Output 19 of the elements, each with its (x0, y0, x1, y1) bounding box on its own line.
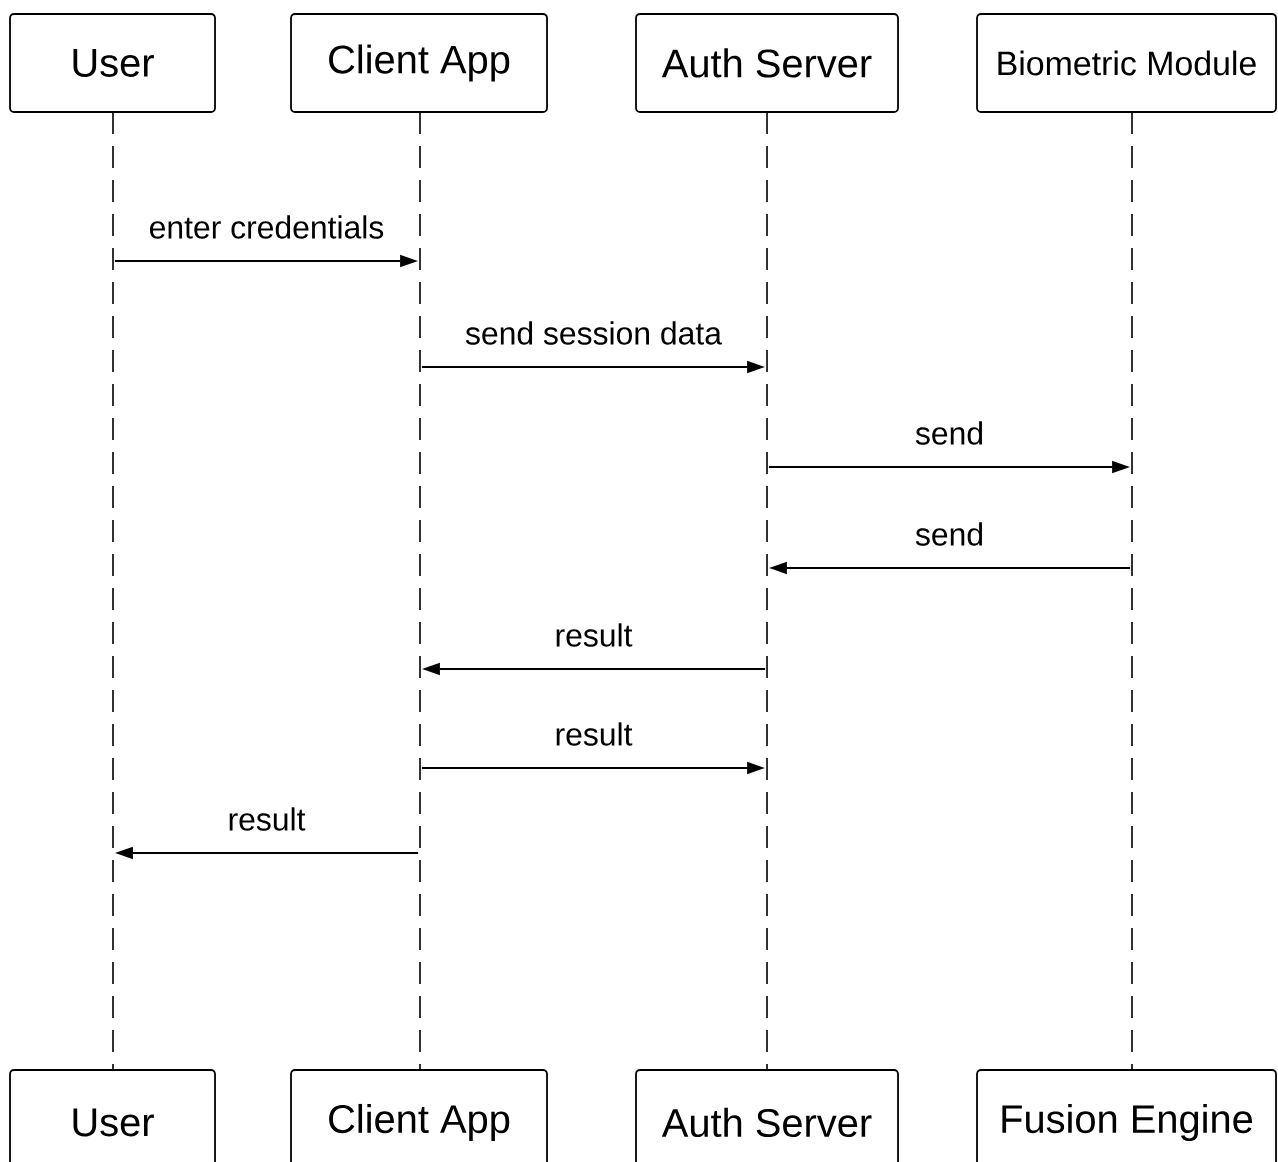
edge-label: send session data (465, 321, 722, 345)
edge-label: result (556, 623, 633, 647)
edge-label: result (556, 722, 633, 746)
edge-label: result (229, 807, 306, 831)
lifeline (419, 111, 421, 1071)
lifeline (766, 111, 768, 1071)
participant-box: Fusion Engine (976, 1069, 1277, 1162)
edge-label: send (915, 522, 983, 546)
participant-box: Client App (290, 13, 548, 113)
lifeline (1131, 111, 1133, 1071)
participant-box: User (9, 1069, 216, 1162)
participant-box: Auth Server (635, 1069, 899, 1162)
edge-label: enter credentials (150, 215, 384, 239)
participant-box: Client App (290, 1069, 548, 1162)
participant-box: Auth Server (635, 13, 899, 113)
participant-box: User (9, 13, 216, 113)
edge-label: send (915, 421, 983, 445)
participant-box: Biometric Module (976, 13, 1277, 113)
lifeline (112, 111, 114, 1071)
